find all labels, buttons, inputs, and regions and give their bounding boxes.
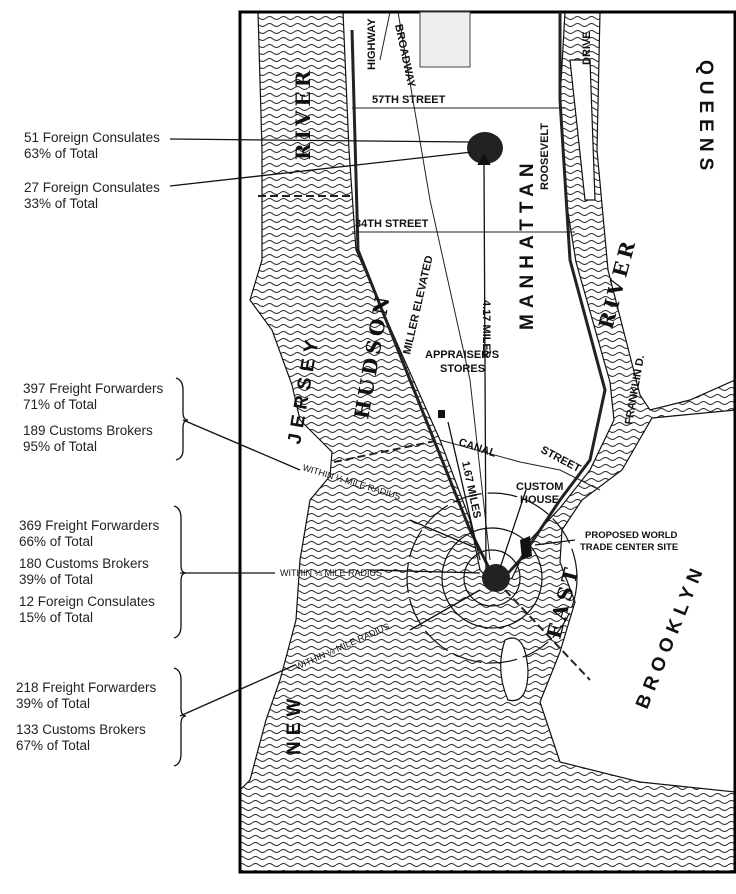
label-drive: DRIVE [581,31,593,65]
half-mile-circle [406,492,578,664]
bracket-half [175,377,189,461]
legend-line: 66% of Total [19,534,94,549]
custom-house-cluster [482,564,510,592]
label-custom-1: CUSTOM [516,481,563,493]
governors-island [500,637,529,702]
leader-quarter-map [369,569,481,574]
label-new: NEW [284,693,305,755]
label-4-17-miles: 4.17 MILES [480,300,492,358]
leader-half-map [409,519,477,549]
highway-line [379,11,391,61]
label-hudson-river: RIVER [291,67,315,160]
central-park [419,11,471,68]
bracket-quarter [173,505,187,639]
legend-line: 63% of Total [24,146,99,161]
legend-eighth-mile: 218 Freight Forwarders 39% of Total 133 … [16,680,156,754]
legend-line: 39% of Total [16,696,91,711]
label-appraisers-2: STORES [440,363,485,375]
legend-line: 39% of Total [19,572,94,587]
legend-half-mile: 397 Freight Forwarders 71% of Total 189 … [23,381,163,455]
legend-consulates-63: 51 Foreign Consulates 63% of Total [24,130,160,162]
distance-arrow-consulates [483,164,487,571]
legend-consulates-33: 27 Foreign Consulates 33% of Total [24,180,160,212]
map-frame [238,10,736,874]
canal-street-line [439,439,601,491]
legend-line: 12 Foreign Consulates [19,594,155,609]
legend-line: 71% of Total [23,397,98,412]
brooklyn-land [539,409,736,793]
label-roosevelt: ROOSEVELT [539,123,551,190]
appraisers-stores-marker [438,410,445,418]
legend-line: 369 Freight Forwarders [19,518,160,533]
leader-wtc [534,539,576,546]
legend-line: 15% of Total [19,610,94,625]
label-wtc-2: TRADE CENTER SITE [580,542,678,553]
label-highway: HIGHWAY [366,18,378,70]
new-jersey-land [239,11,333,792]
label-wtc-1: PROPOSED WORLD [585,530,678,541]
label-quarter-mile-radius: WITHIN ¼ MILE RADIUS [280,568,382,578]
wtc-site-marker [520,536,532,560]
label-custom-2: HOUSE [520,494,559,506]
consulates-cluster [467,132,503,164]
quarter-mile-circle [441,527,543,629]
legend-line: 189 Customs Brokers [23,423,153,438]
label-manhattan: MANHATTAN [517,157,538,330]
leader-half [182,419,301,471]
eighth-mile-circle [463,549,521,607]
label-queens: QUEENS [695,60,716,176]
bracket-eighth [173,667,187,767]
legend-line: 133 Customs Brokers [16,722,146,737]
leader-top2 [169,151,473,187]
legend-line: 67% of Total [16,738,91,753]
legend-line: 218 Freight Forwarders [16,680,157,695]
legend-line: 51 Foreign Consulates [24,130,160,145]
broadway-line [397,11,491,561]
legend-line: 27 Foreign Consulates [24,180,160,195]
leader-eighth [179,664,296,717]
leader-top1 [169,138,471,143]
distance-arrow-appraisers [447,421,481,561]
legend-line: 33% of Total [24,196,99,211]
tunnel-lines [258,195,591,681]
legend-quarter-mile: 369 Freight Forwarders 66% of Total 180 … [19,518,159,626]
legend-line: 397 Freight Forwarders [23,381,164,396]
leader-eighth-map [409,589,481,631]
label-57th-street: 57TH STREET [372,94,446,106]
legend-line: 180 Customs Brokers [19,556,149,571]
label-34th-street: 34TH STREET [355,218,429,230]
leader-custom-house [499,489,527,569]
miller-elevated-highway [350,29,492,571]
legend-line: 95% of Total [23,439,98,454]
label-appraisers-1: APPRAISER'S [425,349,499,361]
roosevelt-island [569,59,596,201]
